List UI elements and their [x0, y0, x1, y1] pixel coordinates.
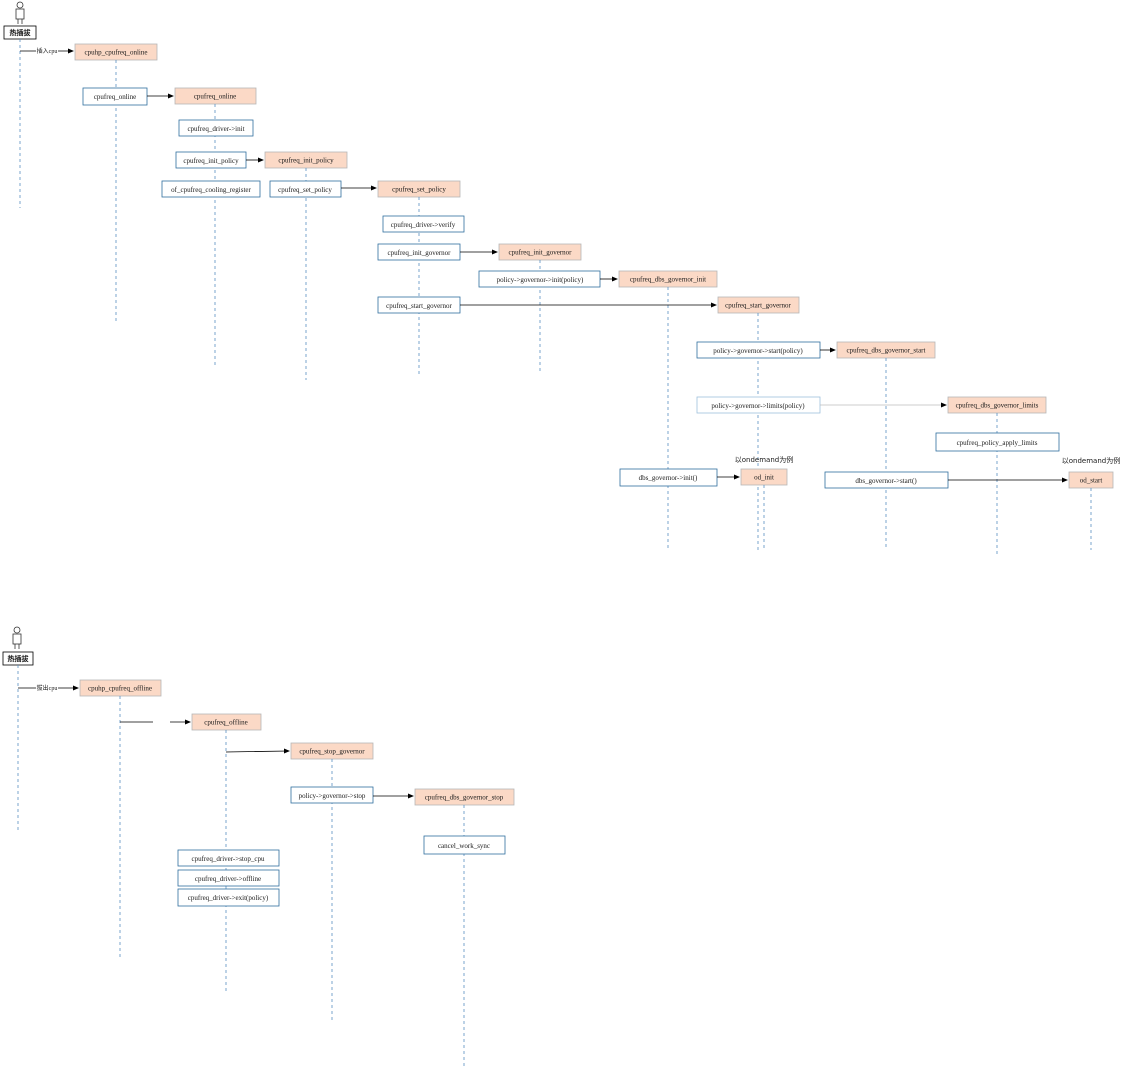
message-label: 拔出cpu	[37, 684, 58, 692]
call-label: policy->governor->init(policy)	[497, 276, 584, 284]
arrowhead	[830, 347, 836, 353]
function-label: cpufreq_init_policy	[278, 157, 334, 165]
call-box	[177, 869, 280, 887]
arrowhead	[492, 249, 498, 255]
function-label: cpufreq_stop_governor	[299, 748, 365, 756]
actor-label-1: 热插拔	[10, 28, 32, 37]
arrowhead	[73, 685, 79, 691]
function-label: cpufreq_start_governor	[725, 302, 791, 310]
call-box	[290, 786, 374, 804]
call-label: cancel_work_sync	[438, 842, 490, 850]
call-box	[82, 87, 148, 106]
function-box	[174, 87, 257, 105]
message-label-bg	[36, 47, 58, 55]
actor-figure-2	[12, 626, 22, 649]
call-box	[935, 432, 1060, 452]
call-label: dbs_governor->init()	[639, 474, 698, 482]
call-box	[177, 849, 280, 867]
message-label-bg	[36, 684, 58, 692]
function-label: cpufreq_dbs_governor_init	[630, 276, 706, 284]
function-label: cpuhp_cpufreq_offline	[88, 685, 152, 693]
call-label: cpufreq_init_policy	[183, 157, 239, 165]
arrowhead	[734, 474, 740, 480]
arrowhead	[185, 719, 191, 725]
actor-figure-1	[15, 1, 25, 24]
arrowhead	[941, 402, 947, 408]
function-label: cpufreq_set_policy	[392, 186, 446, 194]
arrowhead	[711, 302, 717, 308]
call-label: cpufreq_driver->offline	[195, 875, 261, 883]
call-label: cpufreq_online	[94, 93, 136, 101]
call-label: cpufreq_driver->verify	[391, 221, 456, 229]
call-label: cpufreq_driver->init	[187, 125, 244, 133]
call-label: policy->governor->start(policy)	[713, 347, 803, 355]
call-box	[269, 180, 342, 198]
function-box	[191, 713, 262, 731]
arrowhead	[168, 93, 174, 99]
function-box	[414, 788, 515, 806]
message-label: 插入cpu	[37, 47, 58, 55]
function-label: od_init	[754, 474, 774, 482]
function-label: cpufreq_offline	[204, 719, 247, 727]
call-label: cpufreq_policy_apply_limits	[957, 439, 1038, 447]
call-label: policy->governor->limits(policy)	[711, 402, 805, 410]
call-label: cpufreq_start_governor	[386, 302, 452, 310]
call-label: cpufreq_init_governor	[388, 249, 452, 257]
arrowhead	[284, 748, 290, 754]
arrowhead	[612, 276, 618, 282]
note: 以ondemand为例	[735, 455, 793, 464]
function-label: cpufreq_dbs_governor_stop	[425, 794, 504, 802]
call-box	[382, 215, 465, 233]
message-arrow	[225, 750, 289, 753]
function-label: cpufreq_init_governor	[509, 249, 573, 257]
call-box	[161, 180, 261, 198]
call-label: cpufreq_driver->stop_cpu	[191, 855, 265, 863]
call-box	[178, 119, 254, 137]
note: 以ondemand为例	[1062, 456, 1120, 465]
function-label: cpufreq_online	[194, 93, 236, 101]
call-label: policy->governor->stop	[299, 792, 366, 800]
call-label: cpufreq_set_policy	[278, 186, 332, 194]
call-box	[423, 835, 506, 855]
function-label: od_start	[1080, 477, 1103, 485]
call-box	[619, 468, 718, 487]
arrowhead	[1062, 477, 1068, 483]
function-label: cpufreq_dbs_governor_start	[847, 347, 926, 355]
arrowhead	[408, 793, 414, 799]
arrowhead	[371, 185, 377, 191]
call-label: cpufreq_driver->exit(policy)	[188, 894, 269, 902]
function-label: cpuhp_cpufreq_online	[85, 49, 148, 57]
call-box	[177, 888, 280, 907]
function-label: cpufreq_dbs_governor_limits	[956, 402, 1039, 410]
arrowhead	[68, 48, 74, 54]
function-box	[79, 679, 162, 697]
function-box	[717, 296, 800, 314]
call-label: dbs_governor->start()	[855, 477, 917, 485]
arrowhead	[258, 157, 264, 163]
actor-label-2: 热插拔	[8, 654, 30, 663]
call-label: of_cpufreq_cooling_register	[171, 186, 251, 194]
